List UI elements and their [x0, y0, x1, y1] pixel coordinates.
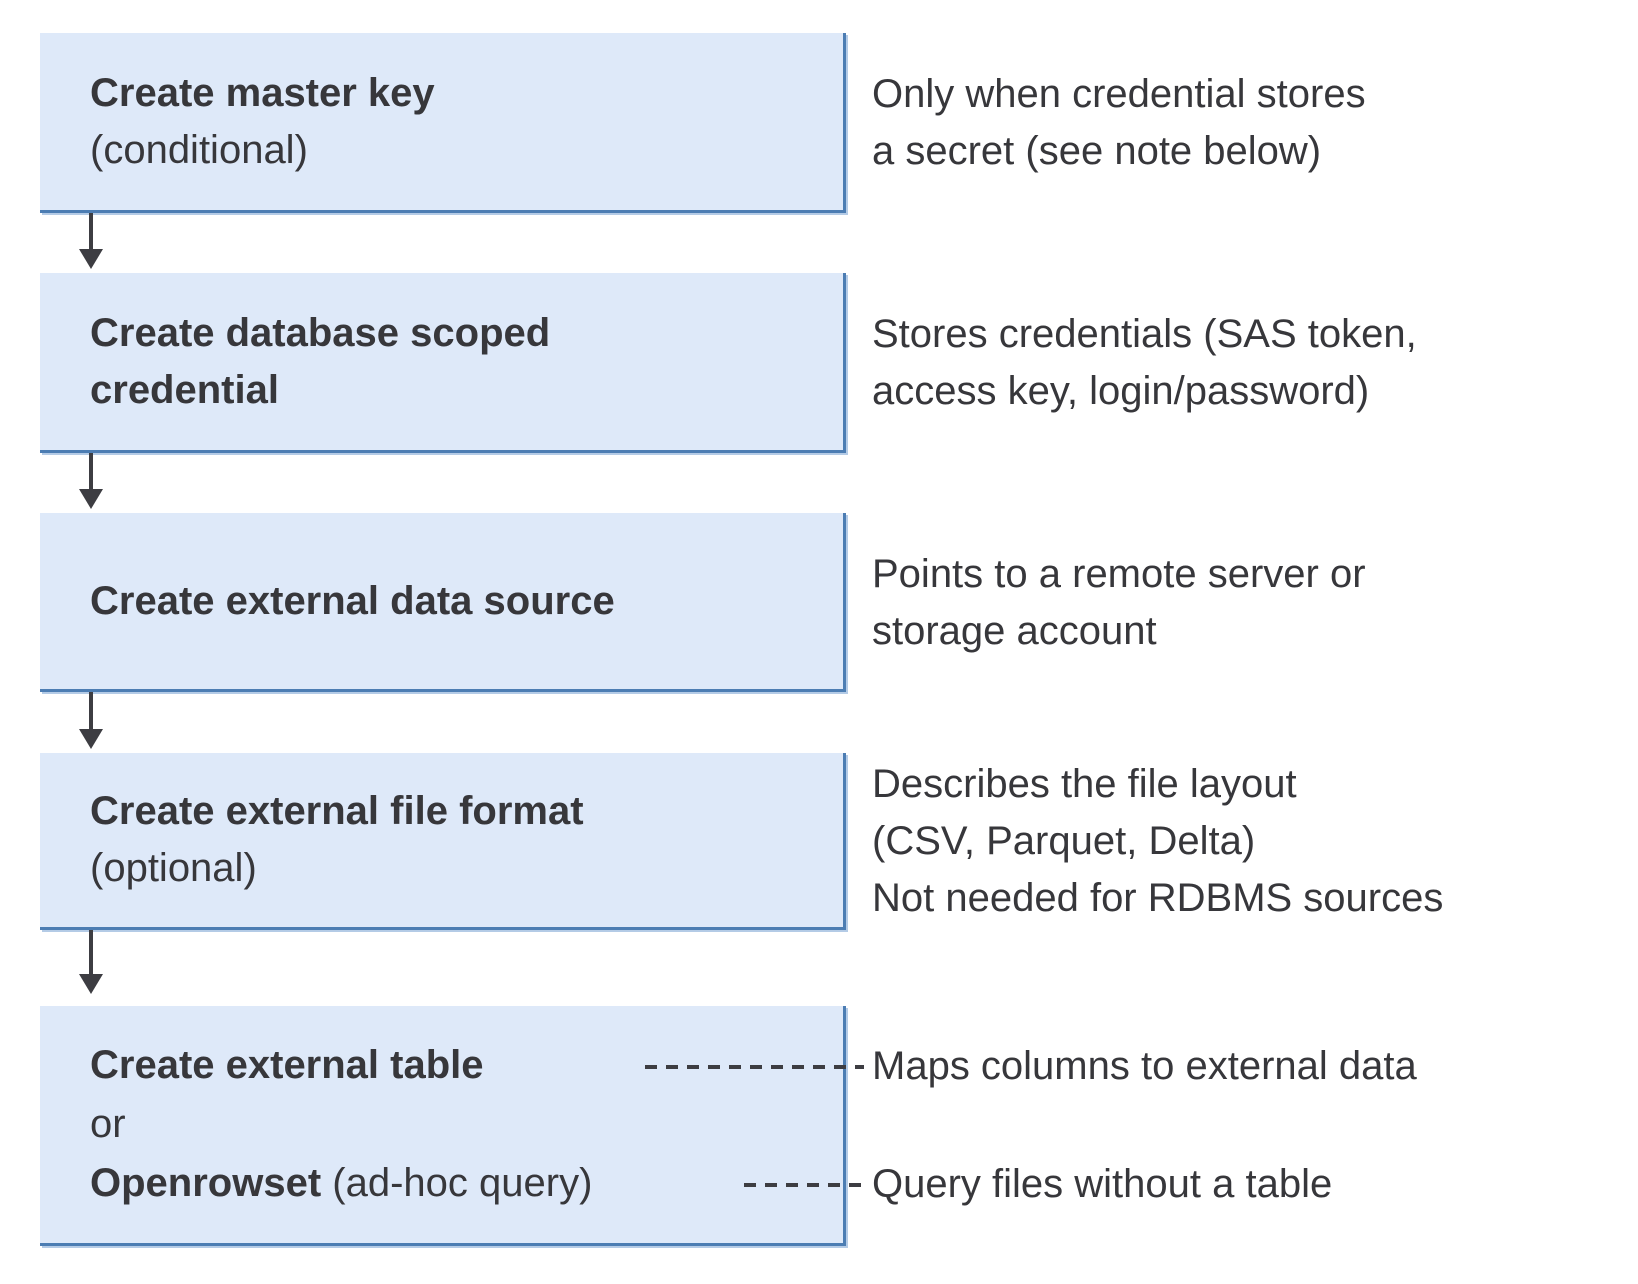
arrow-down-icon [79, 213, 103, 269]
note-line: (CSV, Parquet, Delta) [872, 819, 1256, 863]
box-conjunction: or [90, 1102, 126, 1146]
dashed-connector-openrowset [744, 1183, 864, 1187]
arrow-stem [89, 213, 93, 253]
box-title: Create external file format [90, 789, 584, 833]
box-title: Create master key [90, 70, 435, 115]
box-title: Openrowset [90, 1161, 322, 1205]
flow-box-external-data-source: Create external data source [40, 513, 846, 692]
arrow-head [79, 974, 103, 994]
note-line: storage account [872, 609, 1157, 653]
note-external-table: Maps columns to external data [872, 1044, 1417, 1088]
note-line: Only when credential stores [872, 72, 1366, 116]
arrow-stem [89, 453, 93, 493]
arrow-head [79, 489, 103, 509]
flow-box-external-file-format: Create external file format (optional) [40, 753, 846, 930]
box-title: Create external data source [90, 578, 615, 623]
box-title: Create external table [90, 1043, 484, 1087]
arrow-head [79, 249, 103, 269]
arrow-stem [89, 930, 93, 978]
note-master-key: Only when credential stores a secret (se… [872, 66, 1366, 180]
note-line: a secret (see note below) [872, 129, 1322, 173]
note-line: Not needed for RDBMS sources [872, 876, 1444, 920]
box-title-openrowset: Openrowset (ad-hoc query) [90, 1154, 843, 1213]
note-scoped-credential: Stores credentials (SAS token, access ke… [872, 306, 1417, 420]
flow-box-master-key: Create master key (conditional) [40, 33, 846, 213]
note-openrowset: Query files without a table [872, 1162, 1333, 1206]
arrow-stem [89, 692, 93, 733]
flow-box-external-table: Create external table or Openrowset (ad-… [40, 1006, 846, 1246]
box-subtitle: (ad-hoc query) [321, 1161, 593, 1205]
note-line: Points to a remote server or [872, 552, 1366, 596]
note-line: access key, login/password) [872, 369, 1370, 413]
note-line: Stores credentials (SAS token, [872, 312, 1417, 356]
arrow-down-icon [79, 692, 103, 749]
arrow-head [79, 729, 103, 749]
arrow-down-icon [79, 930, 103, 994]
note-line: Describes the file layout [872, 762, 1297, 806]
box-subtitle: (optional) [90, 846, 257, 890]
flow-box-scoped-credential: Create database scoped credential [40, 273, 846, 453]
note-external-data-source: Points to a remote server or storage acc… [872, 546, 1366, 660]
box-title: Create database scoped [90, 310, 551, 355]
arrow-down-icon [79, 453, 103, 509]
note-external-file-format: Describes the file layout (CSV, Parquet,… [872, 756, 1443, 927]
box-title: credential [90, 367, 279, 412]
box-subtitle: (conditional) [90, 127, 308, 172]
dashed-connector-external-table [645, 1065, 864, 1069]
